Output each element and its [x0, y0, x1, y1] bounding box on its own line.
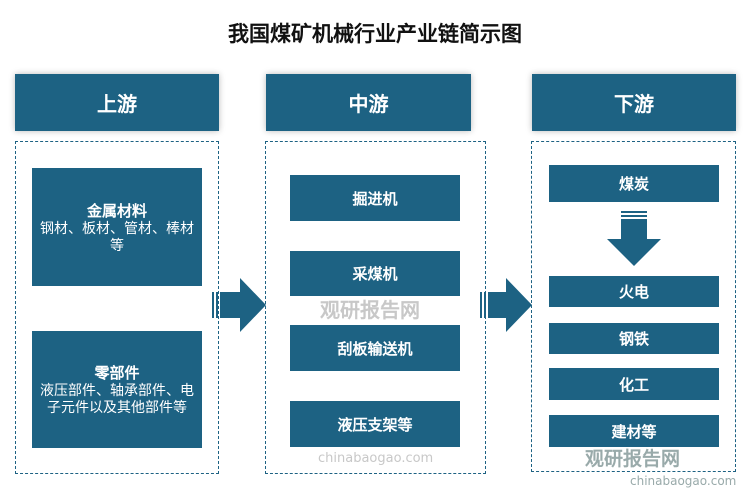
midstream-item: 采煤机 — [290, 251, 460, 296]
upstream-item: 金属材料 钢材、板材、管材、棒材等 — [32, 168, 202, 286]
downstream-item: 化工 — [549, 368, 719, 400]
watermark-name: 观研报告网 — [320, 298, 420, 322]
watermark-name: 观研报告网 — [585, 448, 681, 470]
right-arrow-icon — [212, 278, 266, 332]
upstream-header: 上游 — [15, 74, 219, 131]
upstream-item: 零部件 液压部件、轴承部件、电子元件以及其他部件等 — [32, 331, 202, 448]
item-desc: 液压部件、轴承部件、电子元件以及其他部件等 — [40, 383, 194, 416]
item-title: 零部件 — [94, 364, 140, 382]
item-title: 金属材料 — [86, 201, 147, 220]
downstream-panel — [531, 141, 736, 472]
downstream-source: 煤炭 — [549, 165, 719, 202]
midstream-item: 掘进机 — [290, 175, 460, 221]
midstream-item: 刮板输送机 — [290, 325, 460, 371]
upstream-panel — [15, 141, 219, 474]
downstream-header: 下游 — [532, 74, 736, 131]
midstream-header: 中游 — [266, 74, 471, 131]
downstream-item: 钢铁 — [549, 323, 719, 354]
watermark-url: chinabaogao.com — [630, 474, 737, 488]
diagram-title: 我国煤矿机械行业产业链简示图 — [228, 21, 522, 46]
down-arrow-icon — [607, 211, 661, 266]
downstream-item: 火电 — [549, 276, 719, 307]
downstream-item: 建材等 — [549, 415, 719, 447]
right-arrow-icon — [480, 278, 532, 332]
watermark-url: chinabaogao.com — [318, 451, 434, 466]
item-desc: 钢材、板材、管材、棒材等 — [40, 220, 194, 254]
midstream-item: 液压支架等 — [290, 401, 460, 447]
